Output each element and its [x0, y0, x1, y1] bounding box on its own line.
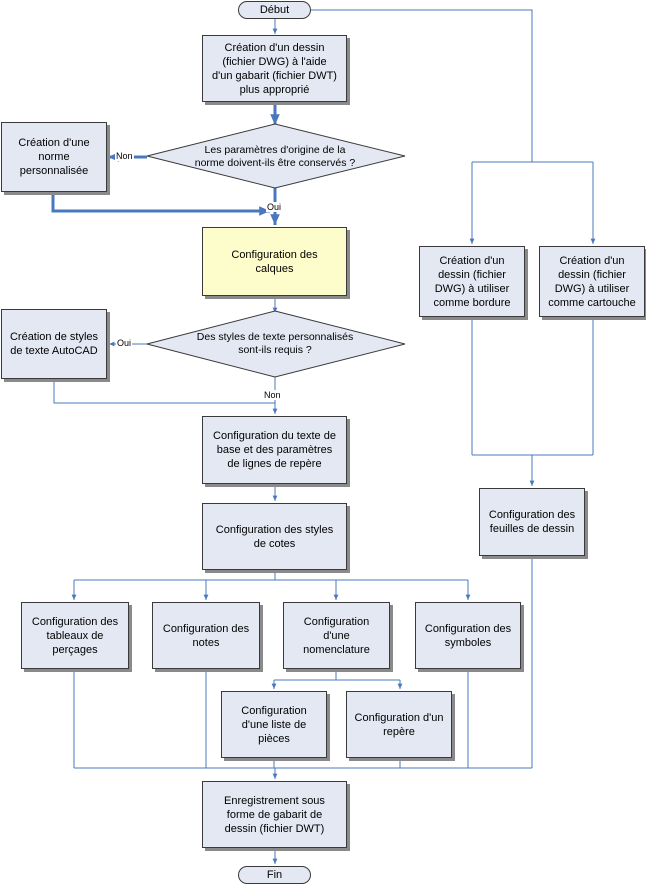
custom-standard-box: Création d'une norme personnalisée: [1, 122, 107, 192]
connector-custom-to-layers: [51, 192, 270, 216]
label-yes-keep-original: Oui: [266, 202, 283, 212]
border-drawing-box: Création d'un dessin (fichier DWG) à uti…: [419, 246, 525, 317]
connector-textstyles-back: [53, 379, 275, 404]
balloon-box: Configuration d'un repère: [346, 691, 452, 758]
label-no-keep-original: Non: [115, 151, 134, 161]
create-drawing-from-template-box: Création d'un dessin (fichier DWG) à l'a…: [202, 35, 347, 102]
notes-box: Configuration des notes: [152, 602, 260, 669]
base-text-config-box: Configuration du texte de base et des pa…: [202, 416, 347, 484]
titleblock-drawing-box: Création d'un dessin (fichier DWG) à uti…: [539, 246, 645, 317]
text-styles-box: Création de styles de texte AutoCAD: [1, 309, 107, 379]
layers-config-box: Configuration des calques: [202, 227, 347, 296]
decision-text-styles-text: Des styles de texte personnalisés sont-i…: [196, 331, 354, 356]
parts-list-box: Configuration d'une liste de pièces: [221, 691, 327, 758]
decision-keep-original-text: Les paramètres d'origine de la norme doi…: [194, 144, 356, 169]
sheets-config-box: Configuration des feuilles de dessin: [479, 488, 585, 556]
hole-tables-box: Configuration des tableaux de perçages: [21, 602, 129, 669]
start-terminal: Début: [238, 1, 311, 19]
connector-start-to-right-branch: [311, 9, 533, 162]
save-template-box: Enregistrement sous forme de gabarit de …: [202, 781, 347, 848]
dim-styles-box: Configuration des styles de cotes: [202, 503, 347, 570]
label-no-text-styles: Non: [263, 390, 282, 400]
nomenclature-box: Configuration d'une nomenclature: [283, 602, 390, 669]
decision-text-styles-shape: [146, 310, 406, 378]
decision-keep-original-shape: [146, 123, 406, 189]
end-terminal: Fin: [238, 866, 311, 884]
symbols-box: Configuration des symboles: [415, 602, 521, 669]
label-yes-text-styles: Oui: [116, 338, 133, 348]
